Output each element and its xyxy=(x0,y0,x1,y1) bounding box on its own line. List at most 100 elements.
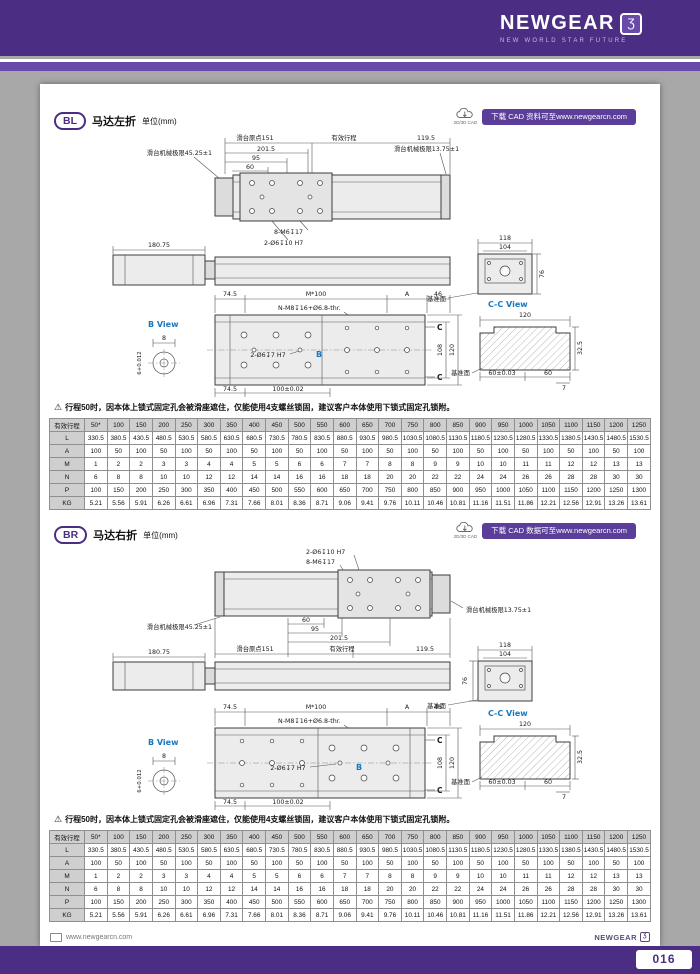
footer-brand-name: NEWGEAR xyxy=(594,932,637,942)
cc-dim-60: 60 xyxy=(544,779,552,786)
table-cell: 26 xyxy=(536,470,561,484)
br-cad-banner[interactable]: 2D/3D CAD 下载 CAD 数据可至www.newgearcn.com xyxy=(454,522,636,539)
label-b-marker: B xyxy=(316,350,322,359)
table-cell: 7.66 xyxy=(242,496,266,510)
table-cell: 1430.5 xyxy=(581,431,606,445)
label-mech-limit-right: 滑台机械极限13.75±1 xyxy=(466,605,531,614)
table-cell: 12.91 xyxy=(581,908,606,922)
table-cell: 11 xyxy=(513,869,538,883)
table-cell: 430.5 xyxy=(129,843,153,857)
bl-note-text: 行程50时，因本体上锁式固定孔会被滑座遮住，仅能使用4支螺丝锁固，建议客户本体使… xyxy=(65,403,455,412)
table-cell: 28 xyxy=(559,470,583,484)
table-cell: 680.5 xyxy=(242,431,266,445)
table-cell: 24 xyxy=(491,882,515,896)
table-cell: 1250 xyxy=(604,895,628,909)
table-cell: 100 xyxy=(265,444,289,458)
table-cell: A xyxy=(49,444,85,458)
dim-100-tol: 100±0.02 xyxy=(272,386,303,393)
table-cell: 350 xyxy=(197,895,221,909)
table-cell: 5.21 xyxy=(84,496,108,510)
table-cell: 12.56 xyxy=(559,496,583,510)
table-cell: 30 xyxy=(604,470,628,484)
table-cell: 800 xyxy=(400,483,425,497)
table-cell: 6.26 xyxy=(151,496,176,510)
cc-view-title: C-C View xyxy=(488,300,528,309)
table-cell: 50 xyxy=(559,856,583,870)
label-8-m6: 8-M6↧17 xyxy=(274,229,303,236)
dim-8: 8 xyxy=(162,335,166,342)
table-cell: 16 xyxy=(287,470,312,484)
table-cell: 100 xyxy=(84,483,108,497)
table-cell: 50 xyxy=(287,444,312,458)
table-cell: 24 xyxy=(491,470,515,484)
table-cell: 850 xyxy=(423,895,447,909)
table-cell: 100 xyxy=(400,444,425,458)
table-cell: 1050 xyxy=(513,483,538,497)
bl-end-view: 118 104 76 基准面 xyxy=(427,235,546,303)
table-cell: M xyxy=(49,457,85,471)
table-cell: 6 xyxy=(287,869,312,883)
header-band: NEWGEAR Ʒ NEW WORLD STAR FUTURE xyxy=(0,0,700,56)
table-cell: 100 xyxy=(174,444,199,458)
table-cell: 6.96 xyxy=(197,908,221,922)
table-cell: 680.5 xyxy=(242,843,266,857)
table-cell: 9.41 xyxy=(355,908,380,922)
table-cell: 50 xyxy=(332,856,357,870)
table-cell: 900 xyxy=(468,418,493,432)
label-b-marker: B xyxy=(356,763,362,772)
table-cell: 1080.5 xyxy=(423,843,447,857)
bl-cad-banner[interactable]: 2D/3D CAD 下载 CAD 资料可至www.newgearcn.com xyxy=(454,108,636,125)
dim-76: 76 xyxy=(462,677,469,685)
table-cell: 12 xyxy=(197,882,221,896)
table-cell: 1150 xyxy=(559,483,583,497)
table-cell: N xyxy=(49,882,85,896)
dim-60: 60 xyxy=(302,617,310,624)
table-cell: 100 xyxy=(491,444,515,458)
table-cell: 12.91 xyxy=(581,496,606,510)
table-cell: 50 xyxy=(378,444,402,458)
dim-a: A xyxy=(405,704,410,711)
label-2-o6-10: 2-Ø6↧10 H7 xyxy=(264,239,303,247)
table-cell: 50 xyxy=(197,856,221,870)
table-cell: 8 xyxy=(129,882,153,896)
table-cell: 11.51 xyxy=(491,908,515,922)
cc-dim-32-5: 32.5 xyxy=(577,341,584,355)
table-cell: 11 xyxy=(536,457,561,471)
table-cell: 100 xyxy=(627,856,651,870)
footer-url[interactable]: www.newgearcn.com xyxy=(66,933,133,941)
table-cell: 11.86 xyxy=(513,496,538,510)
table-cell: 18 xyxy=(355,882,380,896)
table-cell: 50 xyxy=(332,444,357,458)
label-8-m6: 8-M6↧17 xyxy=(306,559,335,566)
table-cell: 50 xyxy=(423,856,447,870)
table-cell: 12 xyxy=(219,882,244,896)
dim-6-tol: 6+0.012 xyxy=(137,351,143,374)
table-cell: 22 xyxy=(423,470,447,484)
table-cell: 800 xyxy=(423,830,447,844)
dim-180-75: 180.75 xyxy=(148,649,170,656)
table-cell: 1200 xyxy=(581,483,606,497)
table-cell: 880.5 xyxy=(332,843,357,857)
table-cell: 200 xyxy=(129,483,153,497)
table-cell: 1250 xyxy=(627,418,651,432)
br-cad-link[interactable]: 下载 CAD 数据可至www.newgearcn.com xyxy=(482,522,636,539)
table-cell: 12 xyxy=(559,457,583,471)
bl-cad-link[interactable]: 下载 CAD 资料可至www.newgearcn.com xyxy=(482,108,636,125)
br-b-view: B View 8 6+0.012 xyxy=(137,738,180,795)
table-cell: 50* xyxy=(84,418,108,432)
table-cell: 9 xyxy=(423,869,447,883)
table-cell: 8.36 xyxy=(287,908,312,922)
table-cell: 1100 xyxy=(536,483,561,497)
table-cell: 10 xyxy=(151,882,176,896)
table-cell: 14 xyxy=(265,882,289,896)
table-cell: 450 xyxy=(242,483,266,497)
table-cell: 10.11 xyxy=(400,496,425,510)
table-cell: 100 xyxy=(219,856,244,870)
table-cell: 650 xyxy=(332,895,357,909)
table-cell: 13 xyxy=(627,457,651,471)
br-side-view: 180.75 xyxy=(112,649,451,691)
table-cell: 100 xyxy=(446,444,470,458)
table-cell: 300 xyxy=(174,483,199,497)
